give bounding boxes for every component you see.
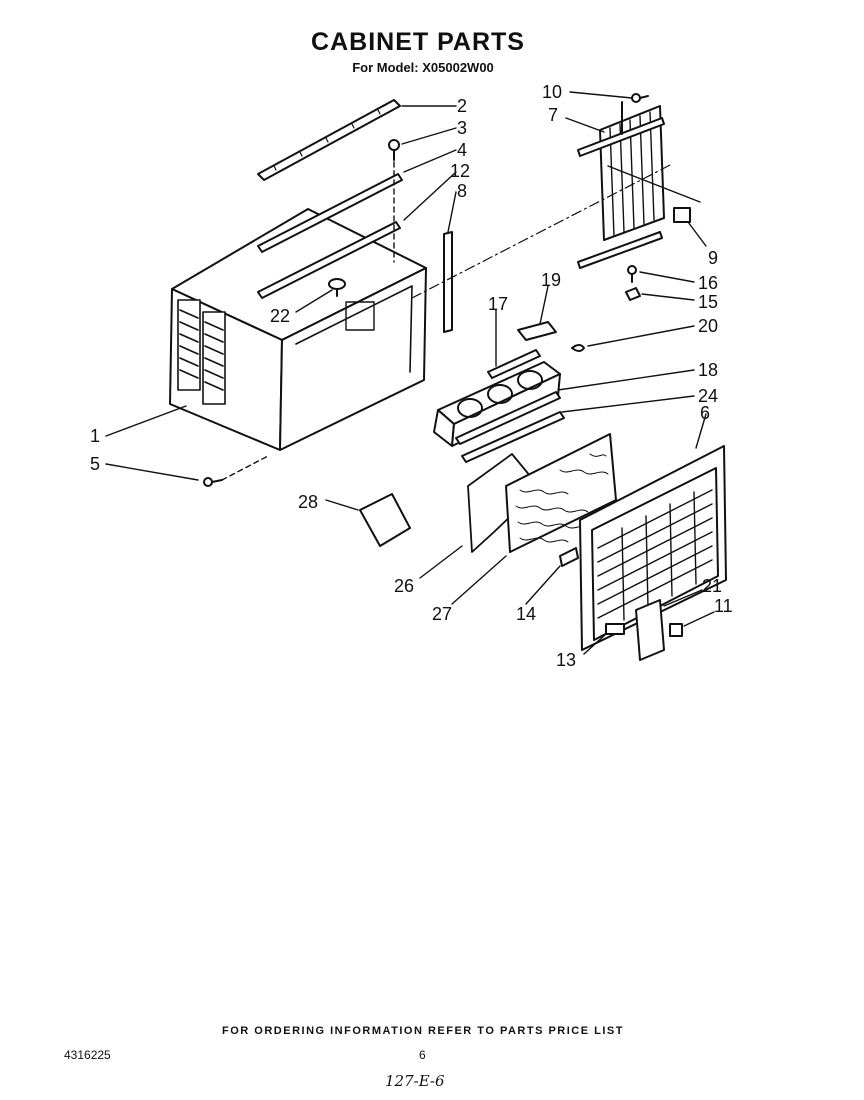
callout-2: 2 <box>457 96 467 116</box>
handwritten-note: 127-E-6 <box>385 1072 445 1090</box>
blower-assembly <box>433 321 565 463</box>
top-rail <box>257 99 401 181</box>
side-strip-8 <box>443 231 453 333</box>
document-number: 4316225 <box>64 1048 111 1062</box>
cabinet-shell <box>169 208 427 451</box>
callout-17: 17 <box>488 294 508 314</box>
angle-strip-12 <box>257 221 401 299</box>
screw-10 <box>631 93 649 103</box>
callout-3: 3 <box>457 118 467 138</box>
screw-5 <box>203 477 223 487</box>
callout-11: 11 <box>714 596 733 616</box>
page-number: 6 <box>419 1048 426 1062</box>
angle-strip-4 <box>257 173 403 253</box>
callout-1: 1 <box>90 426 100 446</box>
knob-11 <box>669 623 683 637</box>
callout-5: 5 <box>90 454 100 474</box>
callout-9: 9 <box>708 248 718 268</box>
bracket-28 <box>359 493 411 547</box>
callout-22: 22 <box>270 306 290 326</box>
callout-12: 12 <box>450 161 470 181</box>
callout-8: 8 <box>457 181 467 201</box>
callout-7: 7 <box>548 105 558 125</box>
callout-13: 13 <box>556 650 576 670</box>
screw-3 <box>388 139 400 161</box>
front-grille-6 <box>579 445 727 651</box>
knob-22 <box>328 278 346 297</box>
callout-10: 10 <box>542 82 562 102</box>
callout-26: 26 <box>394 576 414 596</box>
callout-18: 18 <box>698 360 718 380</box>
control-plate-21 <box>635 599 665 661</box>
model-line: For Model: X05002W00 <box>352 60 494 75</box>
clip-15 <box>625 287 641 301</box>
filter-27 <box>505 433 617 553</box>
callout-14: 14 <box>516 604 536 624</box>
callout-27: 27 <box>432 604 452 624</box>
callout-15: 15 <box>698 292 718 312</box>
callout-28: 28 <box>298 492 318 512</box>
callout-4: 4 <box>457 140 467 160</box>
callout-19: 19 <box>541 270 561 290</box>
callout-24: 24 <box>698 386 718 406</box>
callout-16: 16 <box>698 273 718 293</box>
ordering-note: FOR ORDERING INFORMATION REFER TO PARTS … <box>222 1025 624 1037</box>
callout-21: 21 <box>702 576 722 596</box>
side-curtain-frame <box>577 101 701 269</box>
page-title: CABINET PARTS <box>311 28 525 56</box>
latch-9 <box>673 207 691 223</box>
callout-6: 6 <box>700 403 710 423</box>
screw-16 <box>627 265 637 283</box>
clip-13 <box>605 623 625 635</box>
strip-14 <box>559 547 579 567</box>
spring-clip-20 <box>571 344 585 352</box>
callout-20: 20 <box>698 316 718 336</box>
